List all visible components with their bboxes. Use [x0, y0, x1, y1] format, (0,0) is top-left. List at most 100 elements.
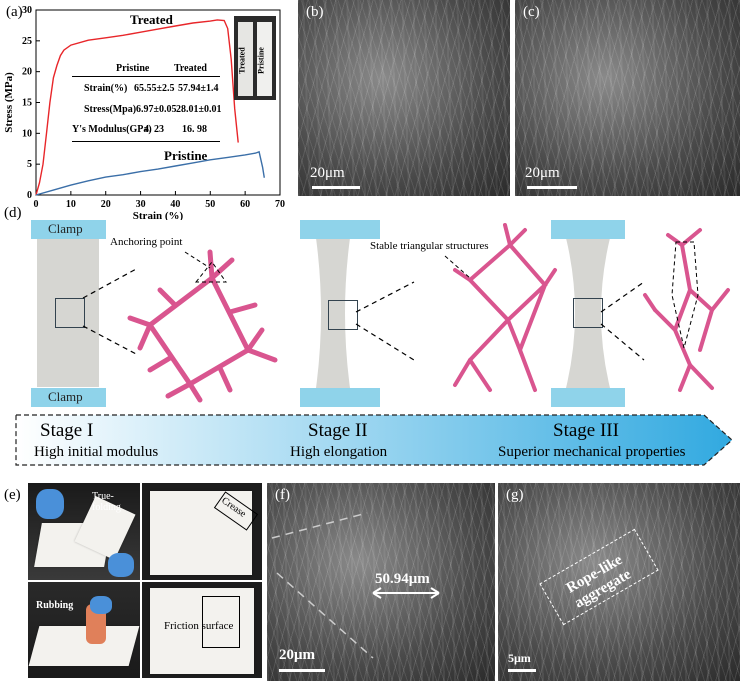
rubbing-label: Rubbing — [36, 600, 74, 611]
table-cell: 57.94±1.4 — [178, 83, 219, 94]
x-tick-label: 70 — [275, 199, 285, 210]
photo-friction: Friction surface — [142, 582, 262, 678]
sample-strip-stage-1 — [37, 237, 99, 387]
table-row: Stress(Mpa) 6.97±0.05 28.01±0.01 — [72, 98, 222, 119]
inset-label-pristine: Pristine — [256, 47, 266, 74]
inset-label-treated: Treated — [237, 47, 247, 74]
table-cell: Y's Modulus(GPa) — [72, 124, 152, 135]
y-tick-label: 25 — [22, 36, 32, 47]
x-tick-label: 40 — [170, 199, 180, 210]
sample-inset-photo: Treated Pristine — [234, 16, 276, 100]
scale-bar-label: 20μm — [310, 165, 345, 181]
x-tick-label: 30 — [136, 199, 146, 210]
x-tick-label: 60 — [240, 199, 250, 210]
table-cell: 16. 98 — [182, 124, 207, 135]
scale-bar-label: 20μm — [279, 647, 315, 663]
stage-1-desc: High initial modulus — [34, 444, 159, 460]
table-row: Y's Modulus(GPa) 4. 23 16. 98 — [72, 119, 220, 142]
sem-image-g: (g) Rope-like aggregate 5μm — [498, 483, 740, 681]
table-cell: Stress(Mpa) — [84, 104, 137, 115]
stage-2-desc: High elongation — [290, 444, 388, 460]
x-tick-label: 50 — [205, 199, 215, 210]
scale-bar-label: 5μm — [508, 651, 531, 665]
glove-left — [36, 489, 64, 519]
table-header-row: Pristine Treated — [72, 62, 220, 77]
friction-box — [202, 596, 240, 648]
table-header: Pristine — [116, 63, 150, 74]
y-tick-label: 5 — [27, 159, 32, 170]
friction-label: Friction surface — [164, 620, 234, 632]
bottom-clamp — [551, 388, 625, 407]
stage-3-desc: Superior mechanical properties — [498, 444, 686, 460]
table-cell: 4. 23 — [144, 124, 164, 135]
scale-bar — [279, 669, 325, 672]
panel-label-b: (b) — [306, 4, 324, 20]
y-axis-label: Stress (MPa) — [3, 72, 15, 133]
panel-label-g: (g) — [506, 487, 524, 503]
y-tick-label: 15 — [22, 98, 32, 109]
treated-strip — [238, 22, 253, 96]
series-line-pristine — [35, 150, 265, 196]
sem-image-b: (b) 20μm — [298, 0, 510, 196]
zoom-region-stage-2 — [328, 300, 358, 330]
properties-table: Pristine Treated Strain(%) 65.55±2.5 57.… — [72, 62, 222, 142]
creased-paper — [150, 491, 252, 575]
stage-1-title: Stage I — [40, 420, 94, 441]
y-tick-label: 0 — [27, 190, 32, 201]
table-cell: 6.97±0.05 — [136, 104, 177, 115]
bottom-clamp — [31, 388, 106, 407]
true-folding-label: True-folding — [92, 491, 121, 513]
top-clamp — [300, 220, 380, 239]
anchoring-triangle — [194, 261, 227, 283]
glove-rubbing — [90, 596, 112, 614]
y-tick-label: 20 — [22, 67, 32, 78]
scale-bar-label: 20μm — [525, 165, 560, 181]
panel-label-d: (d) — [4, 205, 22, 221]
x-tick-label: 20 — [101, 199, 111, 210]
y-tick-label: 10 — [22, 128, 32, 139]
scale-bar — [312, 186, 360, 189]
photo-crease: Crease — [142, 483, 262, 580]
top-clamp — [551, 220, 625, 239]
clamp-label-top: Clamp — [48, 221, 83, 236]
fiber-network-illustrations — [82, 223, 730, 403]
photo-true-folding: True-folding — [28, 483, 140, 580]
stable-triangle-outline — [671, 241, 699, 349]
panel-label-c: (c) — [523, 4, 540, 20]
series-line-treated — [35, 19, 239, 196]
sample-strip-stage-3 — [566, 238, 610, 388]
zoom-region-stage-3 — [573, 298, 603, 328]
stage-3-title: Stage III — [553, 420, 619, 441]
panel-label-f: (f) — [275, 487, 290, 503]
series-label-pristine: Pristine — [164, 148, 208, 163]
table-cell: 65.55±2.5 — [134, 83, 175, 94]
pristine-strip — [257, 22, 272, 96]
triangular-structures-label: Stable triangular structures — [370, 240, 489, 252]
table-cell: 28.01±0.01 — [176, 104, 222, 115]
scale-bar — [508, 669, 536, 672]
zoom-region-stage-1 — [55, 298, 85, 328]
series-label-treated: Treated — [130, 12, 173, 27]
x-axis-label: Strain (%) — [133, 210, 184, 220]
panel-label-a: (a) — [6, 4, 23, 20]
anchoring-point-label: Anchoring point — [110, 236, 183, 248]
table-row: Strain(%) 65.55±2.5 57.94±1.4 — [72, 77, 220, 98]
stage-progress-arrow — [15, 414, 733, 466]
clamp-label-bottom: Clamp — [48, 389, 83, 404]
y-tick-label: 30 — [22, 5, 32, 16]
top-clamp — [31, 220, 106, 239]
table-cell: Strain(%) — [84, 83, 128, 94]
stage-2-title: Stage II — [308, 420, 368, 441]
measure-label: 50.94μm — [375, 571, 430, 587]
x-tick-label: 10 — [66, 199, 76, 210]
x-tick-label: 0 — [34, 199, 39, 210]
glove-right — [108, 553, 134, 577]
panel-label-e: (e) — [4, 487, 21, 503]
photo-rubbing: Rubbing — [28, 582, 140, 678]
rubbed-paper — [28, 626, 140, 666]
bottom-clamp — [300, 388, 380, 407]
table-header: Treated — [174, 63, 207, 74]
sem-image-c: (c) 20μm — [515, 0, 740, 196]
